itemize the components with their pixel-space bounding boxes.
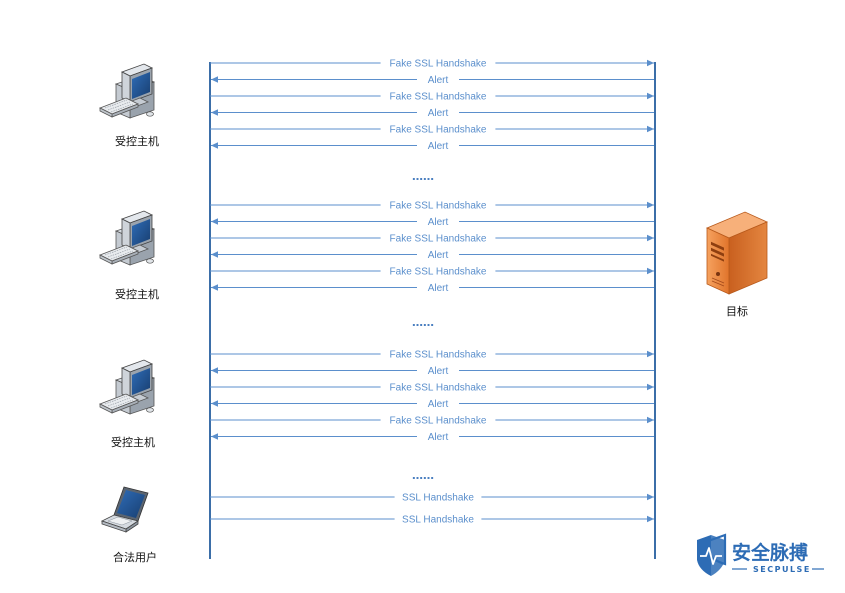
message-arrow: Alert: [211, 283, 654, 294]
message-arrow: Fake SSL Handshake: [210, 350, 654, 361]
message-label: Fake SSL Handshake: [390, 201, 487, 212]
message-arrow: SSL Handshake: [210, 493, 654, 504]
message-label: Fake SSL Handshake: [390, 383, 487, 394]
node-label-host-3: 受控主机: [111, 435, 155, 449]
message-arrow: Fake SSL Handshake: [210, 59, 654, 70]
message-arrow: SSL Handshake: [210, 515, 654, 526]
message-label: Alert: [428, 250, 449, 261]
message-label: Alert: [428, 432, 449, 443]
node-label-host-2: 受控主机: [115, 287, 159, 301]
message-arrow: Alert: [211, 250, 654, 261]
desktop-computer-icon: [99, 210, 155, 266]
node-label-host-1: 受控主机: [115, 134, 159, 148]
message-label: SSL Handshake: [402, 493, 474, 504]
server-icon: [706, 211, 768, 295]
laptop-icon: [101, 486, 149, 533]
message-arrow: Fake SSL Handshake: [210, 267, 654, 278]
message-arrow: Fake SSL Handshake: [210, 234, 654, 245]
message-label: Alert: [428, 75, 449, 86]
message-label: Fake SSL Handshake: [390, 416, 487, 427]
message-label: Fake SSL Handshake: [390, 350, 487, 361]
message-arrow: Alert: [211, 366, 654, 377]
message-label: Alert: [428, 217, 449, 228]
message-arrow: Alert: [211, 432, 654, 443]
message-arrow: Fake SSL Handshake: [210, 92, 654, 103]
message-label: SSL Handshake: [402, 515, 474, 526]
message-label: Fake SSL Handshake: [390, 234, 487, 245]
message-label: Alert: [428, 141, 449, 152]
secpulse-logo: 安全脉搏 SECPULSE: [697, 533, 824, 576]
message-label: Alert: [428, 366, 449, 377]
message-label: Fake SSL Handshake: [390, 59, 487, 70]
logo-name: 安全脉搏: [732, 541, 808, 564]
message-arrow: Fake SSL Handshake: [210, 416, 654, 427]
message-arrow: Fake SSL Handshake: [210, 201, 654, 212]
message-arrow: Fake SSL Handshake: [210, 383, 654, 394]
message-arrow: Alert: [211, 75, 654, 86]
message-arrow: Alert: [211, 217, 654, 228]
message-label: Alert: [428, 283, 449, 294]
message-arrow: Alert: [211, 108, 654, 119]
node-label-target: 目标: [726, 304, 748, 318]
message-arrow: Fake SSL Handshake: [210, 125, 654, 136]
desktop-computer-icon: [99, 359, 155, 415]
message-label: Fake SSL Handshake: [390, 92, 487, 103]
pulse-icon: [700, 547, 722, 565]
node-label-legit-user: 合法用户: [113, 550, 157, 564]
ellipsis-3: ……: [412, 469, 434, 482]
message-label: Fake SSL Handshake: [390, 267, 487, 278]
ellipsis-2: ……: [412, 316, 434, 329]
message-label: Fake SSL Handshake: [390, 125, 487, 136]
desktop-computer-icon: [99, 63, 155, 119]
message-label: Alert: [428, 108, 449, 119]
logo-sub: SECPULSE: [753, 565, 811, 574]
message-label: Alert: [428, 399, 449, 410]
message-arrow: Alert: [211, 399, 654, 410]
ellipsis-1: ……: [412, 170, 434, 183]
message-arrow: Alert: [211, 141, 654, 152]
